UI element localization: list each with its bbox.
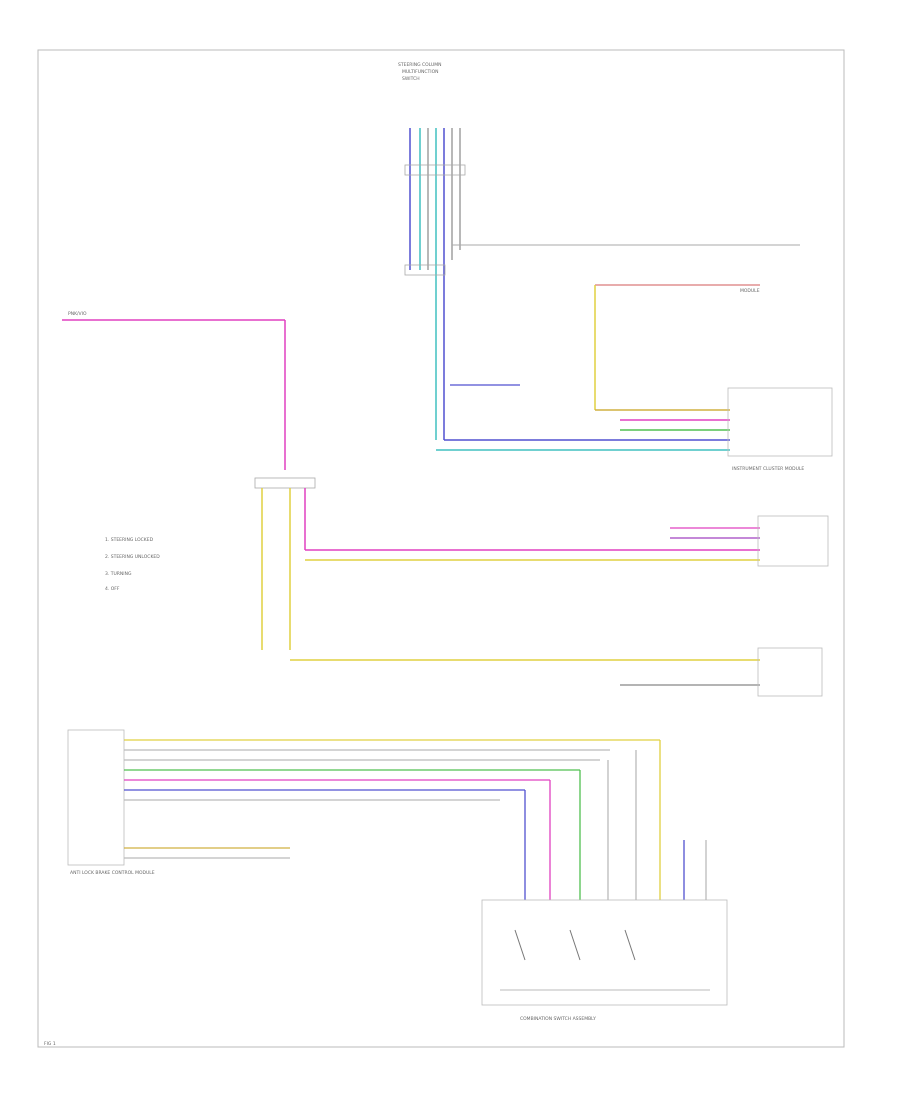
legend-item-2: 2. STEERING UNLOCKED xyxy=(105,554,160,560)
svg-text:MULTIFUNCTION: MULTIFUNCTION xyxy=(402,69,439,75)
bottom-switch-assembly: COMBINATION SWITCH ASSEMBLY xyxy=(481,899,728,1022)
legend-item-4: 4. OFF xyxy=(105,586,120,592)
svg-text:STEERING COLUMN: STEERING COLUMN xyxy=(398,62,442,68)
legend-item-3: 3. TURNING xyxy=(105,571,132,577)
right-top-wiring: MODULE INSTRUMENT CLUSTER MODULE xyxy=(436,284,833,472)
svg-text:SWITCH: SWITCH xyxy=(402,76,420,82)
top-connector: STEERING COLUMN MULTIFUNCTION SWITCH xyxy=(398,62,800,440)
caption-lower-left: ANTI LOCK BRAKE CONTROL MODULE xyxy=(70,870,155,876)
legend-item-1: 1. STEERING LOCKED xyxy=(105,537,154,543)
page-footer: FIG 1 xyxy=(44,1041,56,1047)
legend: 1. STEERING LOCKED 2. STEERING UNLOCKED … xyxy=(105,537,160,592)
svg-text:MODULE: MODULE xyxy=(740,288,760,294)
center-connector xyxy=(254,477,829,697)
pink-harness: PNK/VIO xyxy=(62,311,286,470)
svg-text:PNK/VIO: PNK/VIO xyxy=(68,311,87,317)
caption-right-module: INSTRUMENT CLUSTER MODULE xyxy=(732,466,804,472)
switch-wires xyxy=(524,740,707,900)
caption-bottom: COMBINATION SWITCH ASSEMBLY xyxy=(520,1016,596,1022)
diagram-border xyxy=(37,49,845,1048)
lower-left-module: ANTI LOCK BRAKE CONTROL MODULE xyxy=(67,729,660,876)
